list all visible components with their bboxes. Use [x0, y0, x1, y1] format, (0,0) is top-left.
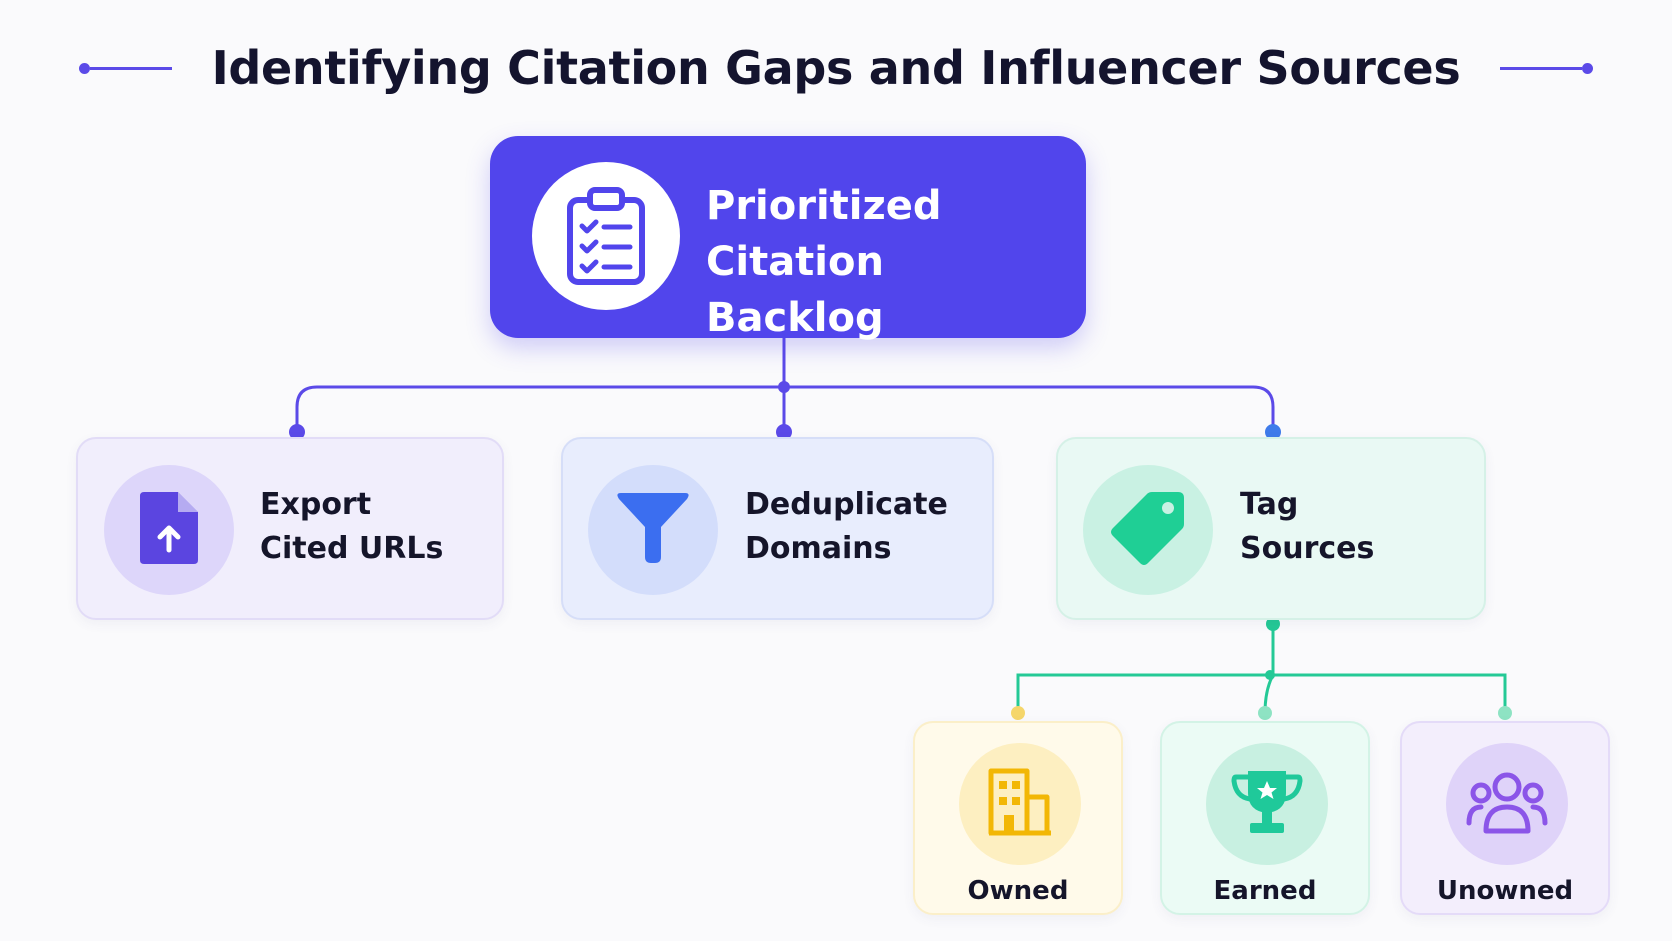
- root-node-prioritized-citation-backlog: Prioritized Citation Backlog: [490, 136, 1086, 341]
- source-type-owned: Owned: [913, 721, 1123, 915]
- title-ornament-right: [1500, 62, 1594, 74]
- users-group-icon: [1466, 769, 1548, 839]
- funnel-filter-icon: [615, 491, 691, 569]
- icon-badge: [1206, 743, 1328, 865]
- connector-node-owned: [1011, 706, 1025, 720]
- icon-badge: [959, 743, 1081, 865]
- source-type-label: Earned: [1213, 876, 1317, 906]
- source-type-earned: Earned: [1160, 721, 1370, 915]
- icon-badge: [1083, 465, 1213, 595]
- source-type-unowned: Unowned: [1400, 721, 1610, 915]
- step-node-export-cited-urls: Export Cited URLs: [76, 437, 504, 620]
- source-type-label: Unowned: [1436, 876, 1574, 906]
- step-label-line2: Domains: [745, 531, 892, 566]
- page-title: Identifying Citation Gaps and Influencer…: [211, 41, 1461, 95]
- connector-node-dedup: [776, 424, 792, 440]
- trophy-icon: [1230, 767, 1304, 841]
- step-label-line2: Cited URLs: [260, 531, 444, 566]
- step-label-line1: Deduplicate: [745, 487, 948, 522]
- connector-tag-branch-left: [1016, 673, 1275, 715]
- connector-node-tag-split: [1265, 670, 1275, 680]
- connector-node-tag-bottom: [1266, 617, 1280, 631]
- connector-node-tag: [1265, 424, 1281, 440]
- step-node-tag-sources: Tag Sources: [1056, 437, 1486, 620]
- connector-node-unowned: [1498, 706, 1512, 720]
- connector-node-export: [289, 424, 305, 440]
- connector-branch-right: [782, 385, 1275, 434]
- connector-node-earned: [1258, 706, 1272, 720]
- connector-node-root: [778, 381, 790, 393]
- step-label-line1: Tag: [1240, 487, 1299, 522]
- step-node-label: Export Cited URLs: [260, 483, 490, 571]
- step-node-deduplicate-domains: Deduplicate Domains: [561, 437, 994, 620]
- title-bar: Identifying Citation Gaps and Influencer…: [0, 28, 1672, 108]
- icon-badge: [104, 465, 234, 595]
- clipboard-checklist-icon: [532, 162, 680, 310]
- step-node-label: Tag Sources: [1240, 483, 1470, 571]
- title-ornament-left: [78, 62, 172, 74]
- root-label-line1: Prioritized: [706, 183, 942, 229]
- file-upload-icon: [138, 490, 200, 570]
- step-label-line1: Export: [260, 487, 372, 522]
- icon-badge: [1446, 743, 1568, 865]
- step-node-label: Deduplicate Domains: [745, 483, 975, 571]
- tag-icon: [1108, 488, 1188, 572]
- building-icon: [987, 767, 1053, 841]
- root-node-label: Prioritized Citation Backlog: [706, 178, 1066, 346]
- icon-badge: [588, 465, 718, 595]
- step-label-line2: Sources: [1240, 531, 1375, 566]
- connector-tag-branch-right: [1271, 673, 1507, 715]
- source-type-label: Owned: [967, 876, 1069, 906]
- root-label-line2: Citation Backlog: [706, 239, 884, 341]
- connector-branch-left: [295, 385, 786, 434]
